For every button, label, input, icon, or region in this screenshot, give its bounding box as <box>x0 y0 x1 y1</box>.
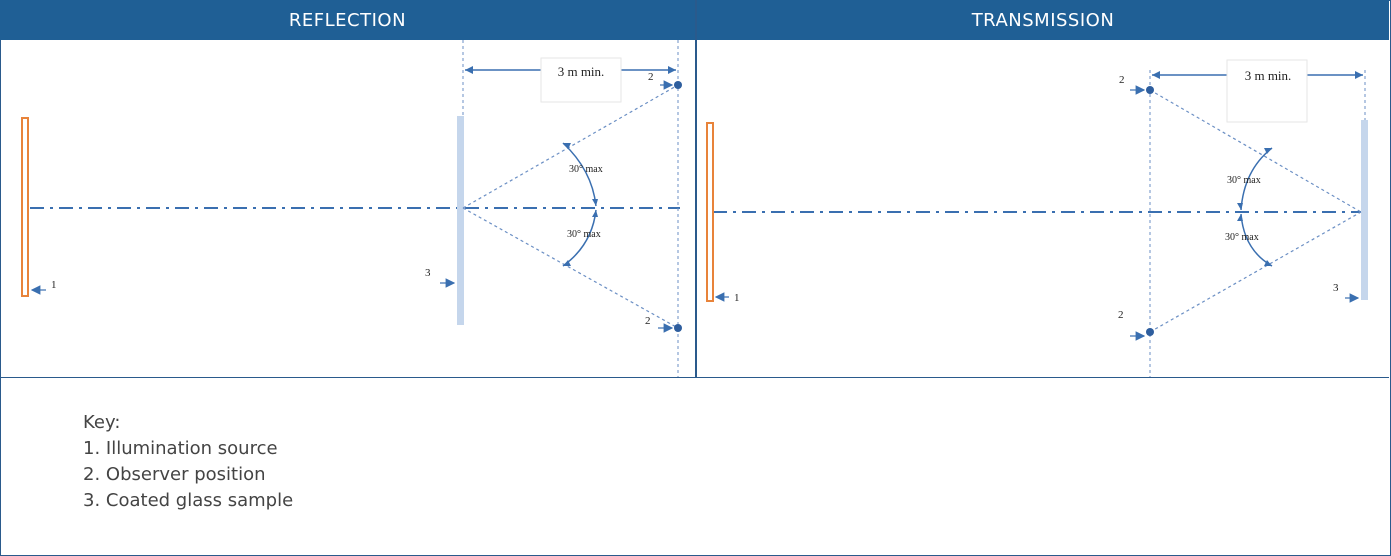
transmission-header: TRANSMISSION <box>697 0 1389 40</box>
reflection-distance-label: 3 m min. <box>558 64 605 79</box>
transmission-angle-bottom-label: 30° max <box>1225 232 1259 243</box>
ray-lower <box>462 207 679 329</box>
reflection-angle-bottom-label: 30° max <box>567 229 601 240</box>
reflection-observer-top-marker: 2 <box>648 71 654 83</box>
observer-dot-bottom <box>1146 328 1154 336</box>
key-legend: Key: 1. Illumination source 2. Observer … <box>83 410 293 514</box>
ray-upper <box>462 84 679 209</box>
reflection-header: REFLECTION <box>0 0 695 40</box>
reflection-observer-bottom-marker: 2 <box>645 315 651 327</box>
glass-sample-bar <box>457 116 464 325</box>
reflection-angle-top-label: 30° max <box>569 164 603 175</box>
panel-divider <box>695 0 697 378</box>
transmission-angle-top-label: 30° max <box>1227 175 1261 186</box>
illumination-source-bar <box>21 117 29 297</box>
transmission-panel: 3 m min. 30° max 30° max 2 2 3 1 <box>697 40 1389 377</box>
transmission-observer-top-marker: 2 <box>1119 74 1125 86</box>
key-divider <box>0 377 1389 378</box>
key-title: Key: <box>83 412 121 433</box>
reflection-source-marker: 1 <box>51 279 57 291</box>
transmission-distance-label: 3 m min. <box>1245 68 1292 83</box>
glass-sample-bar <box>1361 120 1368 300</box>
reflection-sample-marker: 3 <box>425 267 431 279</box>
ray-lower <box>1149 211 1362 333</box>
transmission-source-marker: 1 <box>734 292 740 304</box>
ray-upper <box>1149 89 1362 213</box>
reflection-panel: 3 m min. 30° max 30° max 2 2 3 1 <box>0 40 695 377</box>
observer-dot-top <box>674 81 682 89</box>
observer-dot-bottom <box>674 324 682 332</box>
transmission-observer-bottom-marker: 2 <box>1118 309 1124 321</box>
key-item-illumination-source: 1. Illumination source <box>83 438 278 459</box>
observer-dot-top <box>1146 86 1154 94</box>
transmission-diagram: 3 m min. 30° max 30° max 2 2 3 1 <box>706 59 1368 377</box>
transmission-sample-marker: 3 <box>1333 282 1339 294</box>
reflection-diagram: 3 m min. 30° max 30° max 2 2 3 1 <box>21 40 682 377</box>
key-item-coated-glass-sample: 3. Coated glass sample <box>83 490 294 511</box>
key-list: 1. Illumination source 2. Observer posit… <box>83 436 293 514</box>
illumination-source-bar <box>706 122 714 302</box>
key-item-observer-position: 2. Observer position <box>83 464 266 485</box>
